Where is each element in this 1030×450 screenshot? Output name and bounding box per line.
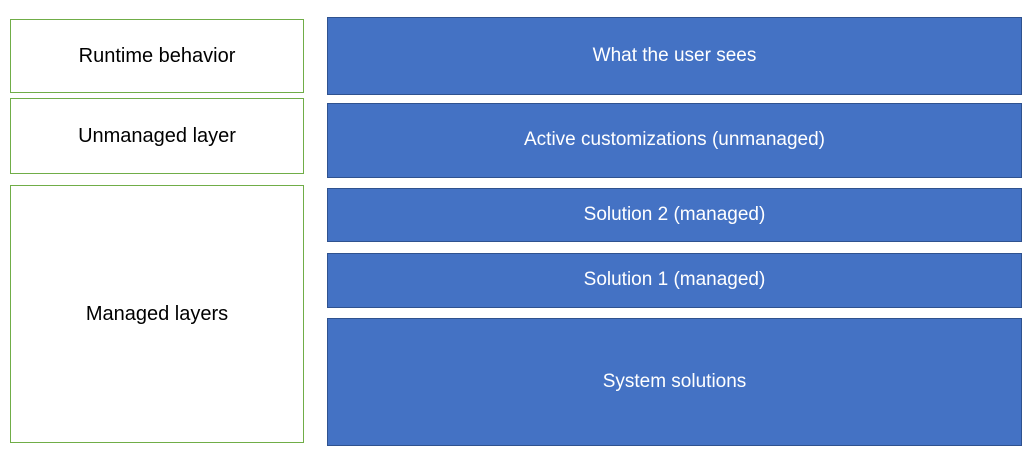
unmanaged-layer-box: Unmanaged layer	[10, 98, 304, 174]
active-customizations-box: Active customizations (unmanaged)	[327, 103, 1022, 178]
system-solutions-box: System solutions	[327, 318, 1022, 446]
solution-1-label: Solution 1 (managed)	[583, 269, 766, 291]
runtime-behavior-box: Runtime behavior	[10, 19, 304, 93]
system-solutions-label: System solutions	[602, 370, 747, 392]
solution-2-box: Solution 2 (managed)	[327, 188, 1022, 242]
what-the-user-sees-box: What the user sees	[327, 17, 1022, 95]
unmanaged-layer-label: Unmanaged layer	[78, 125, 236, 147]
managed-layers-box: Managed layers	[10, 185, 304, 443]
solution-2-label: Solution 2 (managed)	[583, 203, 766, 225]
active-customizations-label: Active customizations (unmanaged)	[524, 129, 825, 151]
runtime-behavior-label: Runtime behavior	[78, 45, 236, 67]
what-the-user-sees-label: What the user sees	[592, 44, 757, 66]
solution-1-box: Solution 1 (managed)	[327, 253, 1022, 308]
managed-layers-label: Managed layers	[85, 303, 229, 325]
